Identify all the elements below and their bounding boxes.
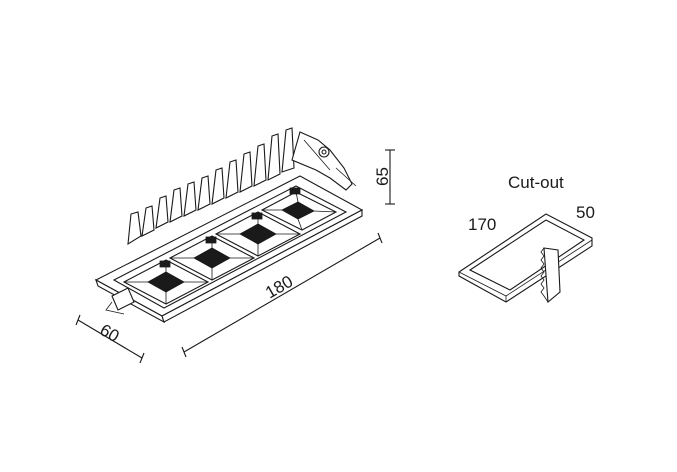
dimension-height: 65	[373, 149, 395, 205]
cutout-drawing: Cut-out 170 50	[458, 173, 595, 304]
spring-clip-left	[105, 287, 135, 315]
saw-icon	[540, 247, 561, 304]
spring-clip-right	[291, 131, 357, 191]
reflector-cell	[122, 259, 210, 305]
reflector-cell	[168, 235, 256, 281]
dimension-height-label: 65	[373, 167, 392, 186]
dimension-length: 180	[181, 232, 383, 358]
dimension-length-label: 180	[262, 272, 296, 303]
reflector-cell	[214, 211, 302, 257]
cutout-width-label: 50	[576, 203, 595, 222]
dimension-width-label: 60	[97, 320, 123, 346]
dimension-width: 60	[75, 314, 145, 364]
reflector-cell	[260, 187, 338, 231]
cutout-length-label: 170	[468, 215, 496, 234]
cutout-title: Cut-out	[508, 173, 564, 192]
reflector-cells	[122, 187, 338, 305]
heat-sink-fins	[127, 127, 295, 246]
